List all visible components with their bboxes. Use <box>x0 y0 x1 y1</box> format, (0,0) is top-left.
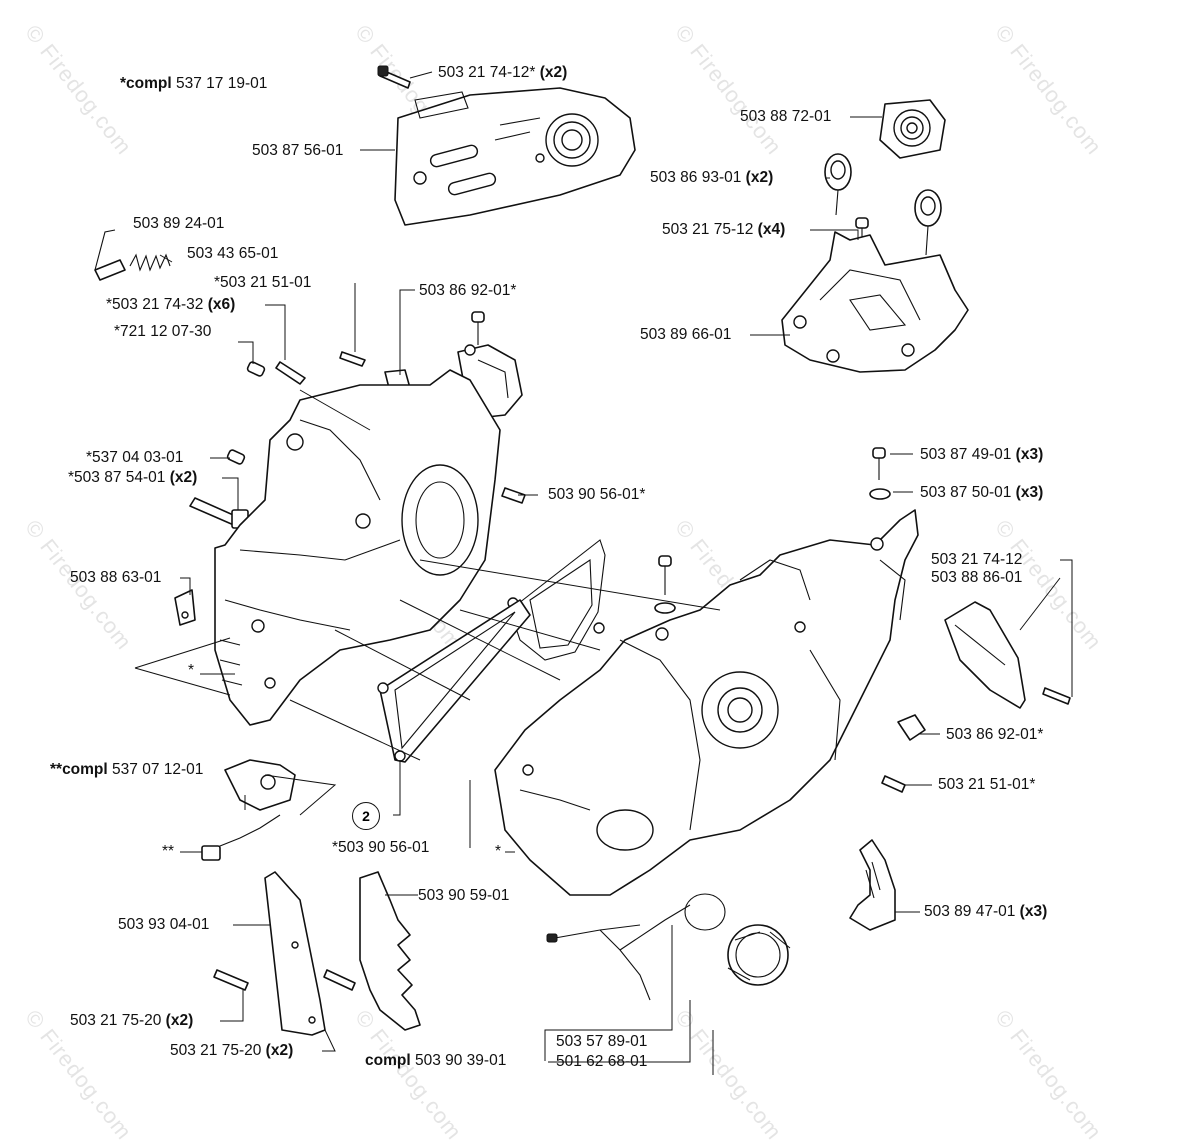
screw-part <box>377 65 411 89</box>
gasket <box>507 539 606 661</box>
chain-tensioner <box>201 759 296 861</box>
callout-c26: 2 <box>352 802 380 830</box>
air-filter-grommet <box>879 99 946 159</box>
callout-c1: *compl 537 17 19-01 <box>120 75 268 92</box>
leader-lines <box>134 71 1073 1075</box>
callout-c31: 503 89 47-01 (x3) <box>924 903 1048 920</box>
bolt-part <box>189 497 249 529</box>
bracket-small <box>174 589 196 626</box>
spike-bumper <box>359 871 421 1031</box>
callout-c11: 503 86 92-01* <box>419 282 517 299</box>
alignment-lines <box>289 389 721 761</box>
callout-c23: 503 86 92-01* <box>946 726 1044 743</box>
crankcase-right <box>494 509 919 896</box>
chain-catcher <box>849 839 896 931</box>
callout-c19: 503 88 63-01 <box>70 569 162 586</box>
callout-c25: 503 21 51-01* <box>938 776 1036 793</box>
knob-part <box>914 189 942 256</box>
clip-part <box>94 229 126 281</box>
callout-c8: 503 89 24-01 <box>133 215 225 232</box>
screw-part <box>213 969 249 991</box>
callout-c14: *537 04 03-01 <box>86 449 184 466</box>
callout-c17: 503 87 49-01 (x3) <box>920 446 1044 463</box>
callout-c5: 503 86 93-01 (x2) <box>650 169 774 186</box>
bracket-part <box>781 231 969 373</box>
knob-part <box>824 153 852 216</box>
callout-c9: 503 43 65-01 <box>187 245 279 262</box>
screw-part <box>339 351 366 367</box>
callout-c27: ** <box>162 843 175 860</box>
screw-part <box>654 555 676 614</box>
callout-c34: 503 21 75-20 (x2) <box>170 1042 294 1059</box>
sleeve-part <box>501 487 526 504</box>
gasket <box>377 599 531 763</box>
callout-c32: 503 93 04-01 <box>118 916 210 933</box>
callout-c3: 503 87 56-01 <box>252 142 344 159</box>
side-cover <box>944 601 1026 709</box>
callout-c13: *721 12 07-30 <box>114 323 212 340</box>
washer-part <box>869 488 891 500</box>
sleeve-part <box>897 714 926 741</box>
callout-c30: 503 90 59-01 <box>418 887 510 904</box>
screw-part <box>1042 687 1071 705</box>
callout-c16: 503 90 56-01* <box>548 486 646 503</box>
callout-c7: 503 89 66-01 <box>640 326 732 343</box>
callout-c22: * <box>188 662 195 679</box>
callout-c37: 501 62 68-01 <box>556 1053 648 1070</box>
screw-part <box>881 775 906 793</box>
parts-drawing <box>94 65 1073 1075</box>
callout-c24: **compl 537 07 12-01 <box>50 761 204 778</box>
screw-part <box>872 447 886 480</box>
callout-c21: 503 88 86-01 <box>931 569 1023 586</box>
screw-part <box>471 311 485 345</box>
callout-c2: 503 21 74-12* (x2) <box>438 64 568 81</box>
callout-c12: *503 21 74-32 (x6) <box>106 296 236 313</box>
pin-part <box>226 449 246 465</box>
parts-diagram: © Firedog.com © Firedog.com © Firedog.co… <box>20 20 1107 1145</box>
callout-c29: * <box>495 843 502 860</box>
screw-part <box>323 969 356 991</box>
callout-c20: 503 21 74-12 <box>931 551 1023 568</box>
callout-c28: *503 90 56-01 <box>332 839 430 856</box>
callout-c6: 503 21 75-12 (x4) <box>662 221 786 238</box>
callout-c35: compl 503 90 39-01 <box>365 1052 507 1069</box>
callout-c33: 503 21 75-20 (x2) <box>70 1012 194 1029</box>
pin-part <box>246 361 266 377</box>
callout-c36: 503 57 89-01 <box>556 1033 648 1050</box>
chain-guide-plate <box>394 87 636 226</box>
cover-plate <box>264 871 326 1036</box>
screw-part <box>275 361 306 385</box>
callout-c18: 503 87 50-01 (x3) <box>920 484 1044 501</box>
spring-part <box>129 253 171 272</box>
callout-c10: *503 21 51-01 <box>214 274 312 291</box>
crankcase-left <box>214 369 501 726</box>
fuel-cap <box>546 893 791 1001</box>
callout-c4: 503 88 72-01 <box>740 108 832 125</box>
callout-c15: *503 87 54-01 (x2) <box>68 469 198 486</box>
